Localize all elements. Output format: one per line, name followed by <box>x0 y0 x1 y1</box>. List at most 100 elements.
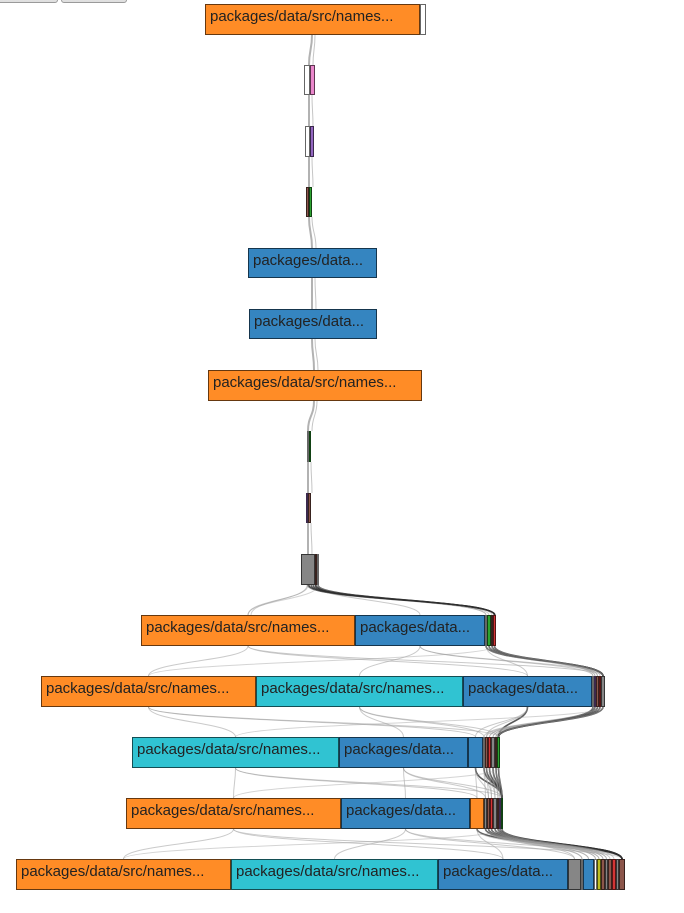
module-node-small[interactable] <box>495 737 497 768</box>
module-node-small[interactable] <box>601 859 605 890</box>
module-node-small[interactable] <box>497 737 500 768</box>
module-node-small[interactable] <box>612 859 616 890</box>
module-node-small[interactable] <box>487 798 490 829</box>
flow-link <box>307 400 315 432</box>
flow-link <box>235 767 478 799</box>
flow-link <box>311 400 318 432</box>
module-node-small[interactable] <box>470 798 484 829</box>
module-node[interactable]: packages/data/src/names... <box>208 370 422 401</box>
module-node-small[interactable] <box>306 187 309 217</box>
module-node-label: packages/data/src/names... <box>46 680 230 697</box>
module-node-small[interactable] <box>306 493 308 523</box>
module-node-small[interactable] <box>307 431 309 462</box>
module-node-small[interactable] <box>304 65 310 95</box>
module-node-small[interactable] <box>317 554 319 585</box>
module-node-small[interactable] <box>583 859 594 890</box>
module-node-small[interactable] <box>305 126 310 157</box>
flow-link <box>501 828 615 860</box>
flow-link <box>334 828 406 860</box>
flow-link <box>123 828 503 860</box>
module-node-small[interactable] <box>309 187 312 217</box>
flow-link <box>485 645 528 677</box>
flow-link <box>314 584 496 616</box>
module-node-small[interactable] <box>420 4 426 35</box>
module-node-small[interactable] <box>310 65 315 95</box>
module-node[interactable]: packages/data/src/names... <box>205 4 420 35</box>
module-node-small[interactable] <box>568 859 581 890</box>
flow-link <box>403 767 486 799</box>
flow-link <box>148 645 495 677</box>
module-node-small[interactable] <box>594 859 597 890</box>
flow-link <box>311 94 314 127</box>
module-node[interactable]: packages/data/src/names... <box>231 859 438 890</box>
module-node[interactable]: packages/data/src/names... <box>16 859 231 890</box>
module-node[interactable]: packages/data/src/names... <box>41 676 256 707</box>
flow-link <box>498 767 503 799</box>
module-node-small[interactable] <box>488 737 491 768</box>
toolbar-button-2[interactable] <box>61 0 127 3</box>
flow-link <box>311 156 314 188</box>
module-node[interactable]: packages/data... <box>248 248 377 278</box>
module-node-small[interactable] <box>619 859 625 890</box>
flow-link <box>359 645 421 677</box>
module-node-small[interactable] <box>485 615 487 646</box>
module-node-small[interactable] <box>605 859 608 890</box>
module-node-small[interactable] <box>301 554 315 585</box>
module-node[interactable]: packages/data... <box>355 615 485 646</box>
module-node-small[interactable] <box>493 615 496 646</box>
module-node-label: packages/data... <box>360 619 471 636</box>
module-node[interactable]: packages/data... <box>339 737 468 768</box>
toolbar-button-1[interactable] <box>0 0 58 3</box>
module-node-label: packages/data... <box>344 741 455 758</box>
flow-link <box>486 706 528 738</box>
module-node-small[interactable] <box>483 737 485 768</box>
module-node-small[interactable] <box>468 737 483 768</box>
module-node-small[interactable] <box>309 431 311 462</box>
flow-link <box>148 645 249 677</box>
module-node[interactable]: packages/data/src/names... <box>141 615 355 646</box>
module-node-small[interactable] <box>608 859 612 890</box>
module-node-small[interactable] <box>601 676 605 707</box>
module-node-small[interactable] <box>596 676 599 707</box>
module-node-small[interactable] <box>599 676 601 707</box>
flow-link <box>312 34 316 66</box>
module-node[interactable]: packages/data... <box>341 798 470 829</box>
flow-link <box>359 706 485 738</box>
module-node-small[interactable] <box>490 798 493 829</box>
module-node-small[interactable] <box>499 798 501 829</box>
module-node-small[interactable] <box>487 615 491 646</box>
module-node-small[interactable] <box>308 493 311 523</box>
module-node-small[interactable] <box>491 615 493 646</box>
module-node-small[interactable] <box>484 798 487 829</box>
module-node[interactable]: packages/data... <box>249 309 377 339</box>
module-node-small[interactable] <box>592 676 594 707</box>
flow-link <box>403 767 406 799</box>
flow-link <box>148 706 476 738</box>
module-node[interactable]: packages/data... <box>463 676 592 707</box>
module-node-small[interactable] <box>491 737 495 768</box>
flow-link <box>476 828 504 860</box>
module-node-small[interactable] <box>310 126 314 157</box>
module-node-small[interactable] <box>493 798 497 829</box>
flow-link <box>314 277 317 310</box>
flow-link <box>359 706 404 738</box>
flow-link <box>494 645 604 677</box>
module-node-small[interactable] <box>594 676 596 707</box>
module-node-label: packages/data... <box>443 863 554 880</box>
module-node[interactable]: packages/data/src/names... <box>132 737 339 768</box>
module-node-small[interactable] <box>501 798 503 829</box>
flow-link <box>498 706 604 738</box>
module-node-small[interactable] <box>581 859 583 890</box>
module-node[interactable]: packages/data/src/names... <box>256 676 463 707</box>
module-node-small[interactable] <box>616 859 619 890</box>
module-node-label: packages/data/src/names... <box>21 863 205 880</box>
module-node-small[interactable] <box>497 798 499 829</box>
module-node[interactable]: packages/data/src/names... <box>126 798 341 829</box>
flow-link <box>308 34 313 66</box>
module-node-small[interactable] <box>485 737 488 768</box>
module-node-label: packages/data/src/names... <box>261 680 445 697</box>
module-node-small[interactable] <box>315 554 317 585</box>
module-node-small[interactable] <box>597 859 601 890</box>
module-node[interactable]: packages/data... <box>438 859 568 890</box>
flow-link <box>148 706 236 738</box>
